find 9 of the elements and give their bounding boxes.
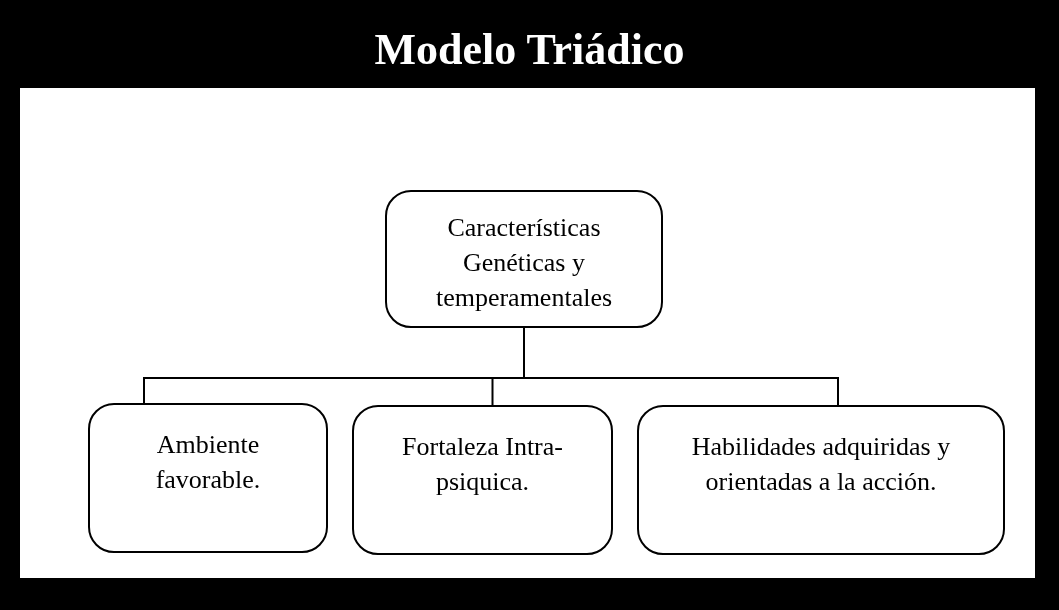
rounded-box bbox=[352, 405, 613, 555]
node-text: Ambiente favorable. bbox=[154, 429, 262, 496]
node-text: Características Genéticas y temperamentales bbox=[434, 212, 614, 314]
rounded-box bbox=[88, 403, 328, 553]
node-text: Fortaleza Intra-psiquica. bbox=[401, 431, 564, 498]
rounded-box bbox=[637, 405, 1005, 555]
diagram-title: Modelo Triádico bbox=[374, 24, 685, 76]
node-text: Habilidades adquiridas y orientadas a la acción. bbox=[690, 431, 952, 498]
rounded-box bbox=[385, 190, 663, 328]
